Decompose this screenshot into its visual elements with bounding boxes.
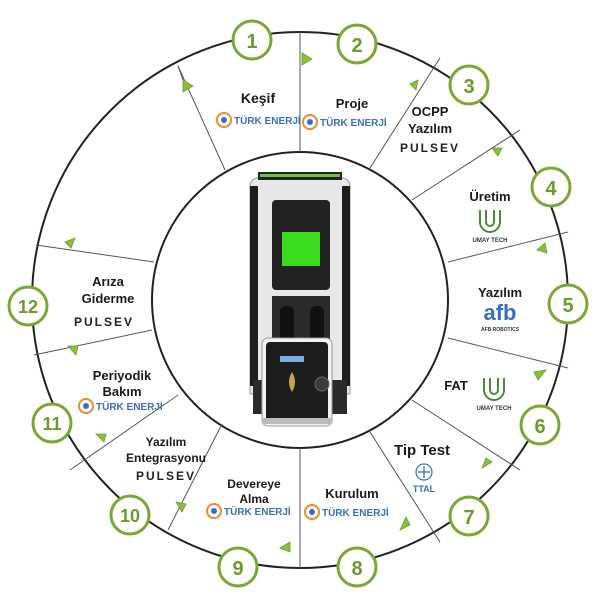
svg-text:UMAY TECH: UMAY TECH <box>472 238 507 244</box>
svg-text:9: 9 <box>232 558 243 580</box>
step-badge-3: 3 <box>448 64 490 106</box>
svg-text:Tip Test: Tip Test <box>394 442 450 459</box>
svg-text:Üretim: Üretim <box>469 189 510 204</box>
svg-text:FAT: FAT <box>444 378 468 393</box>
svg-text:Proje: Proje <box>336 96 369 111</box>
turk-enerji-logo-icon <box>206 503 222 519</box>
step-2-proje: Proje TÜRK ENERJİ <box>302 96 387 130</box>
step-6-fat: FAT UMAY TECH <box>444 378 512 412</box>
svg-text:12: 12 <box>18 297 38 317</box>
step-4-uretim: Üretim UMAY TECH <box>469 189 510 244</box>
svg-text:3: 3 <box>463 76 474 98</box>
step-badge-9: 9 <box>217 546 259 588</box>
step-badge-1: 1 <box>231 19 273 61</box>
svg-text:Yazılım: Yazılım <box>408 121 452 136</box>
svg-text:UMAY TECH: UMAY TECH <box>476 406 511 412</box>
step-1-kesif: Keşif TÜRK ENERJİ <box>216 90 301 128</box>
svg-text:11: 11 <box>42 414 61 434</box>
svg-text:Keşif: Keşif <box>241 90 276 106</box>
step-badge-2: 2 <box>336 23 378 65</box>
svg-text:PULSEV: PULSEV <box>136 469 196 483</box>
direction-arrows <box>64 52 548 553</box>
svg-text:TTAL: TTAL <box>413 484 436 494</box>
step-badge-6: 6 <box>519 404 561 446</box>
step-10-yazilim-entegrasyonu: Yazılım Entegrasyonu PULSEV <box>126 435 206 483</box>
svg-text:Entegrasyonu: Entegrasyonu <box>126 451 206 465</box>
ev-charger-illustration <box>249 172 351 427</box>
svg-text:Arıza: Arıza <box>92 274 125 289</box>
svg-text:Alma: Alma <box>239 492 269 506</box>
svg-text:8: 8 <box>351 558 362 580</box>
svg-text:Yazılım: Yazılım <box>478 285 522 300</box>
svg-text:TÜRK ENERJİ: TÜRK ENERJİ <box>234 114 301 127</box>
svg-text:OCPP: OCPP <box>412 104 449 119</box>
svg-text:5: 5 <box>562 295 573 317</box>
step-3-ocpp-yazilim: OCPP Yazılım PULSEV <box>400 104 460 155</box>
step-number-badges: 1 2 3 4 5 6 7 8 9 10 11 12 <box>7 19 589 588</box>
step-badge-12: 12 <box>7 285 49 327</box>
svg-text:TÜRK ENERJİ: TÜRK ENERJİ <box>322 506 389 519</box>
turk-enerji-logo-icon <box>304 504 320 520</box>
svg-text:Kurulum: Kurulum <box>325 486 378 501</box>
step-badge-5: 5 <box>547 283 589 325</box>
svg-text:2: 2 <box>351 35 362 57</box>
step-7-tip-test: Tip Test TTAL <box>394 442 450 494</box>
svg-text:Devereye: Devereye <box>227 477 281 491</box>
svg-text:4: 4 <box>545 178 557 200</box>
umay-tech-logo-icon <box>483 378 505 401</box>
turk-enerji-logo-icon <box>302 114 318 130</box>
turk-enerji-logo-icon <box>78 398 94 414</box>
svg-text:7: 7 <box>463 507 474 529</box>
step-5-yazilim: Yazılım afb AFB ROBOTICS <box>478 285 522 333</box>
svg-text:6: 6 <box>534 416 545 438</box>
step-8-kurulum: Kurulum TÜRK ENERJİ <box>304 486 389 520</box>
svg-text:PULSEV: PULSEV <box>400 141 460 155</box>
step-badge-7: 7 <box>448 495 490 537</box>
svg-text:TÜRK ENERJİ: TÜRK ENERJİ <box>320 116 387 129</box>
svg-text:1: 1 <box>246 31 257 53</box>
segment-separators <box>33 32 569 568</box>
svg-text:TÜRK ENERJİ: TÜRK ENERJİ <box>224 505 291 518</box>
svg-text:Giderme: Giderme <box>82 291 135 306</box>
svg-text:TÜRK ENERJİ: TÜRK ENERJİ <box>96 400 163 413</box>
step-11-periyodik-bakim: Periyodik Bakım TÜRK ENERJİ <box>78 368 163 414</box>
ttal-logo-icon <box>415 463 433 481</box>
step-badge-4: 4 <box>530 166 572 208</box>
svg-text:Bakım: Bakım <box>102 384 141 399</box>
svg-text:AFB ROBOTICS: AFB ROBOTICS <box>481 327 520 333</box>
step-badge-8: 8 <box>336 546 378 588</box>
afb-robotics-logo-icon: afb <box>484 300 517 325</box>
step-badge-11: 11 <box>31 402 73 444</box>
step-badge-10: 10 <box>109 494 151 536</box>
step-12-ariza-giderme: Arıza Giderme PULSEV <box>74 274 134 329</box>
turk-enerji-logo-icon <box>216 112 232 128</box>
svg-text:10: 10 <box>120 506 140 526</box>
svg-text:PULSEV: PULSEV <box>74 315 134 329</box>
step-9-devereye-alma: Devereye Alma TÜRK ENERJİ <box>206 477 291 519</box>
umay-tech-logo-icon <box>479 210 501 233</box>
svg-text:Periyodik: Periyodik <box>93 368 152 383</box>
svg-text:Yazılım: Yazılım <box>146 435 187 449</box>
